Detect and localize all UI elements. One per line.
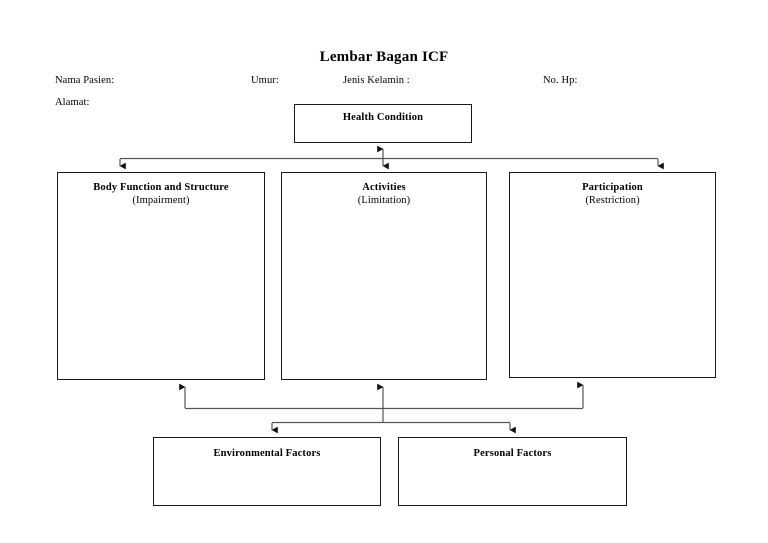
node-body-function-and-structure[interactable]: Body Function and Structure (Impairment) [57,172,265,380]
node-body-function-subtitle: (Impairment) [132,195,190,206]
field-label-no-hp: No. Hp: [543,75,578,86]
node-environmental-factors-title: Environmental Factors [213,448,321,459]
page-title: Lembar Bagan ICF [319,49,449,65]
field-label-nama-pasien: Nama Pasien: [55,75,115,86]
field-label-umur: Umur: [251,75,279,86]
node-health-condition-title: Health Condition [342,112,424,123]
node-participation-subtitle: (Restriction) [585,195,640,206]
node-health-condition[interactable]: Health Condition [294,104,472,143]
node-participation[interactable]: Participation (Restriction) [509,172,716,378]
node-personal-factors[interactable]: Personal Factors [398,437,627,506]
node-activities-subtitle: (Limitation) [357,195,411,206]
node-environmental-factors[interactable]: Environmental Factors [153,437,381,506]
field-label-alamat: Alamat: [55,97,90,108]
node-activities[interactable]: Activities (Limitation) [281,172,487,380]
field-label-jenis-kelamin: Jenis Kelamin : [343,75,410,86]
node-activities-title: Activities [362,182,406,193]
node-body-function-title: Body Function and Structure [93,182,229,193]
node-participation-title: Participation [582,182,643,193]
node-personal-factors-title: Personal Factors [473,448,552,459]
